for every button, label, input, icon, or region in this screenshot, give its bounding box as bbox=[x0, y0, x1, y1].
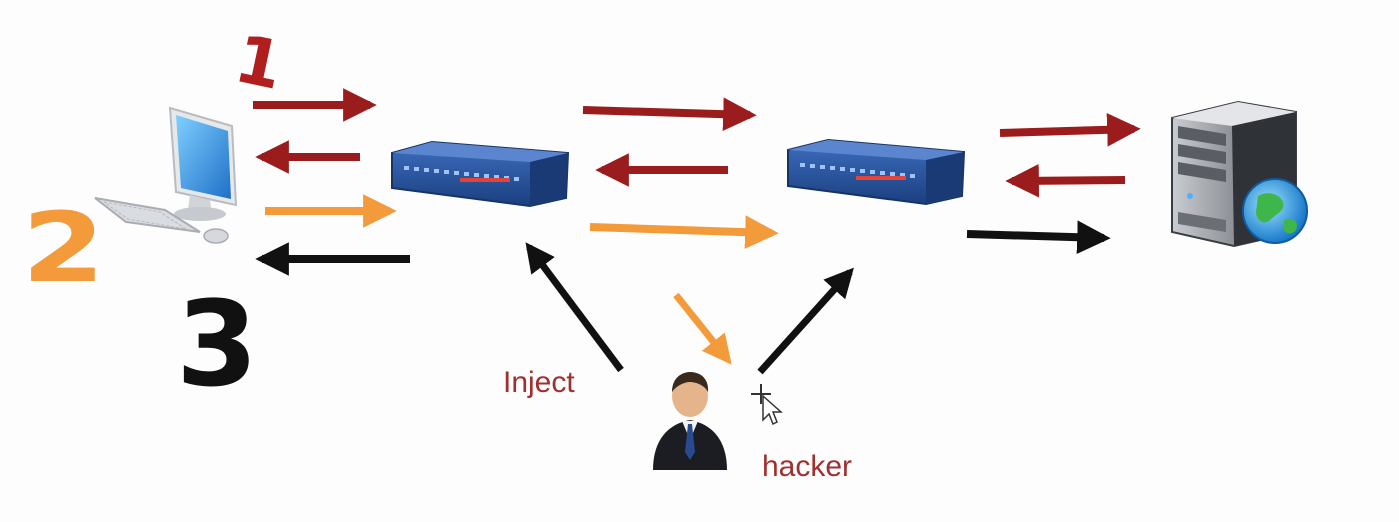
arrow-server-to-switch2-red bbox=[1005, 163, 1126, 198]
arrow-switch1-to-switch2-orange bbox=[589, 215, 779, 249]
arrow-switch2-to-server-black bbox=[966, 220, 1111, 255]
arrow-hacker-to-switch2-black bbox=[757, 267, 854, 375]
step-number-2: 2 bbox=[21, 192, 106, 304]
arrow-switch1-to-switch2-red bbox=[582, 97, 757, 131]
network-switch-icon bbox=[391, 140, 570, 208]
step-number-3: 3 bbox=[176, 275, 259, 413]
web-server-icon bbox=[1171, 100, 1308, 248]
arrow-switch2-to-server-red bbox=[999, 113, 1141, 147]
mouse-cursor-icon bbox=[751, 384, 783, 426]
arrow-to-hacker-orange bbox=[673, 292, 732, 365]
inject-label: Inject bbox=[503, 366, 575, 399]
network-switch-icon bbox=[787, 138, 966, 206]
arrow-inject-to-switch1-black bbox=[525, 242, 624, 373]
desktop-computer-icon bbox=[94, 106, 238, 244]
hacker-label: hacker bbox=[762, 450, 853, 483]
hacker-person-icon bbox=[653, 372, 727, 470]
